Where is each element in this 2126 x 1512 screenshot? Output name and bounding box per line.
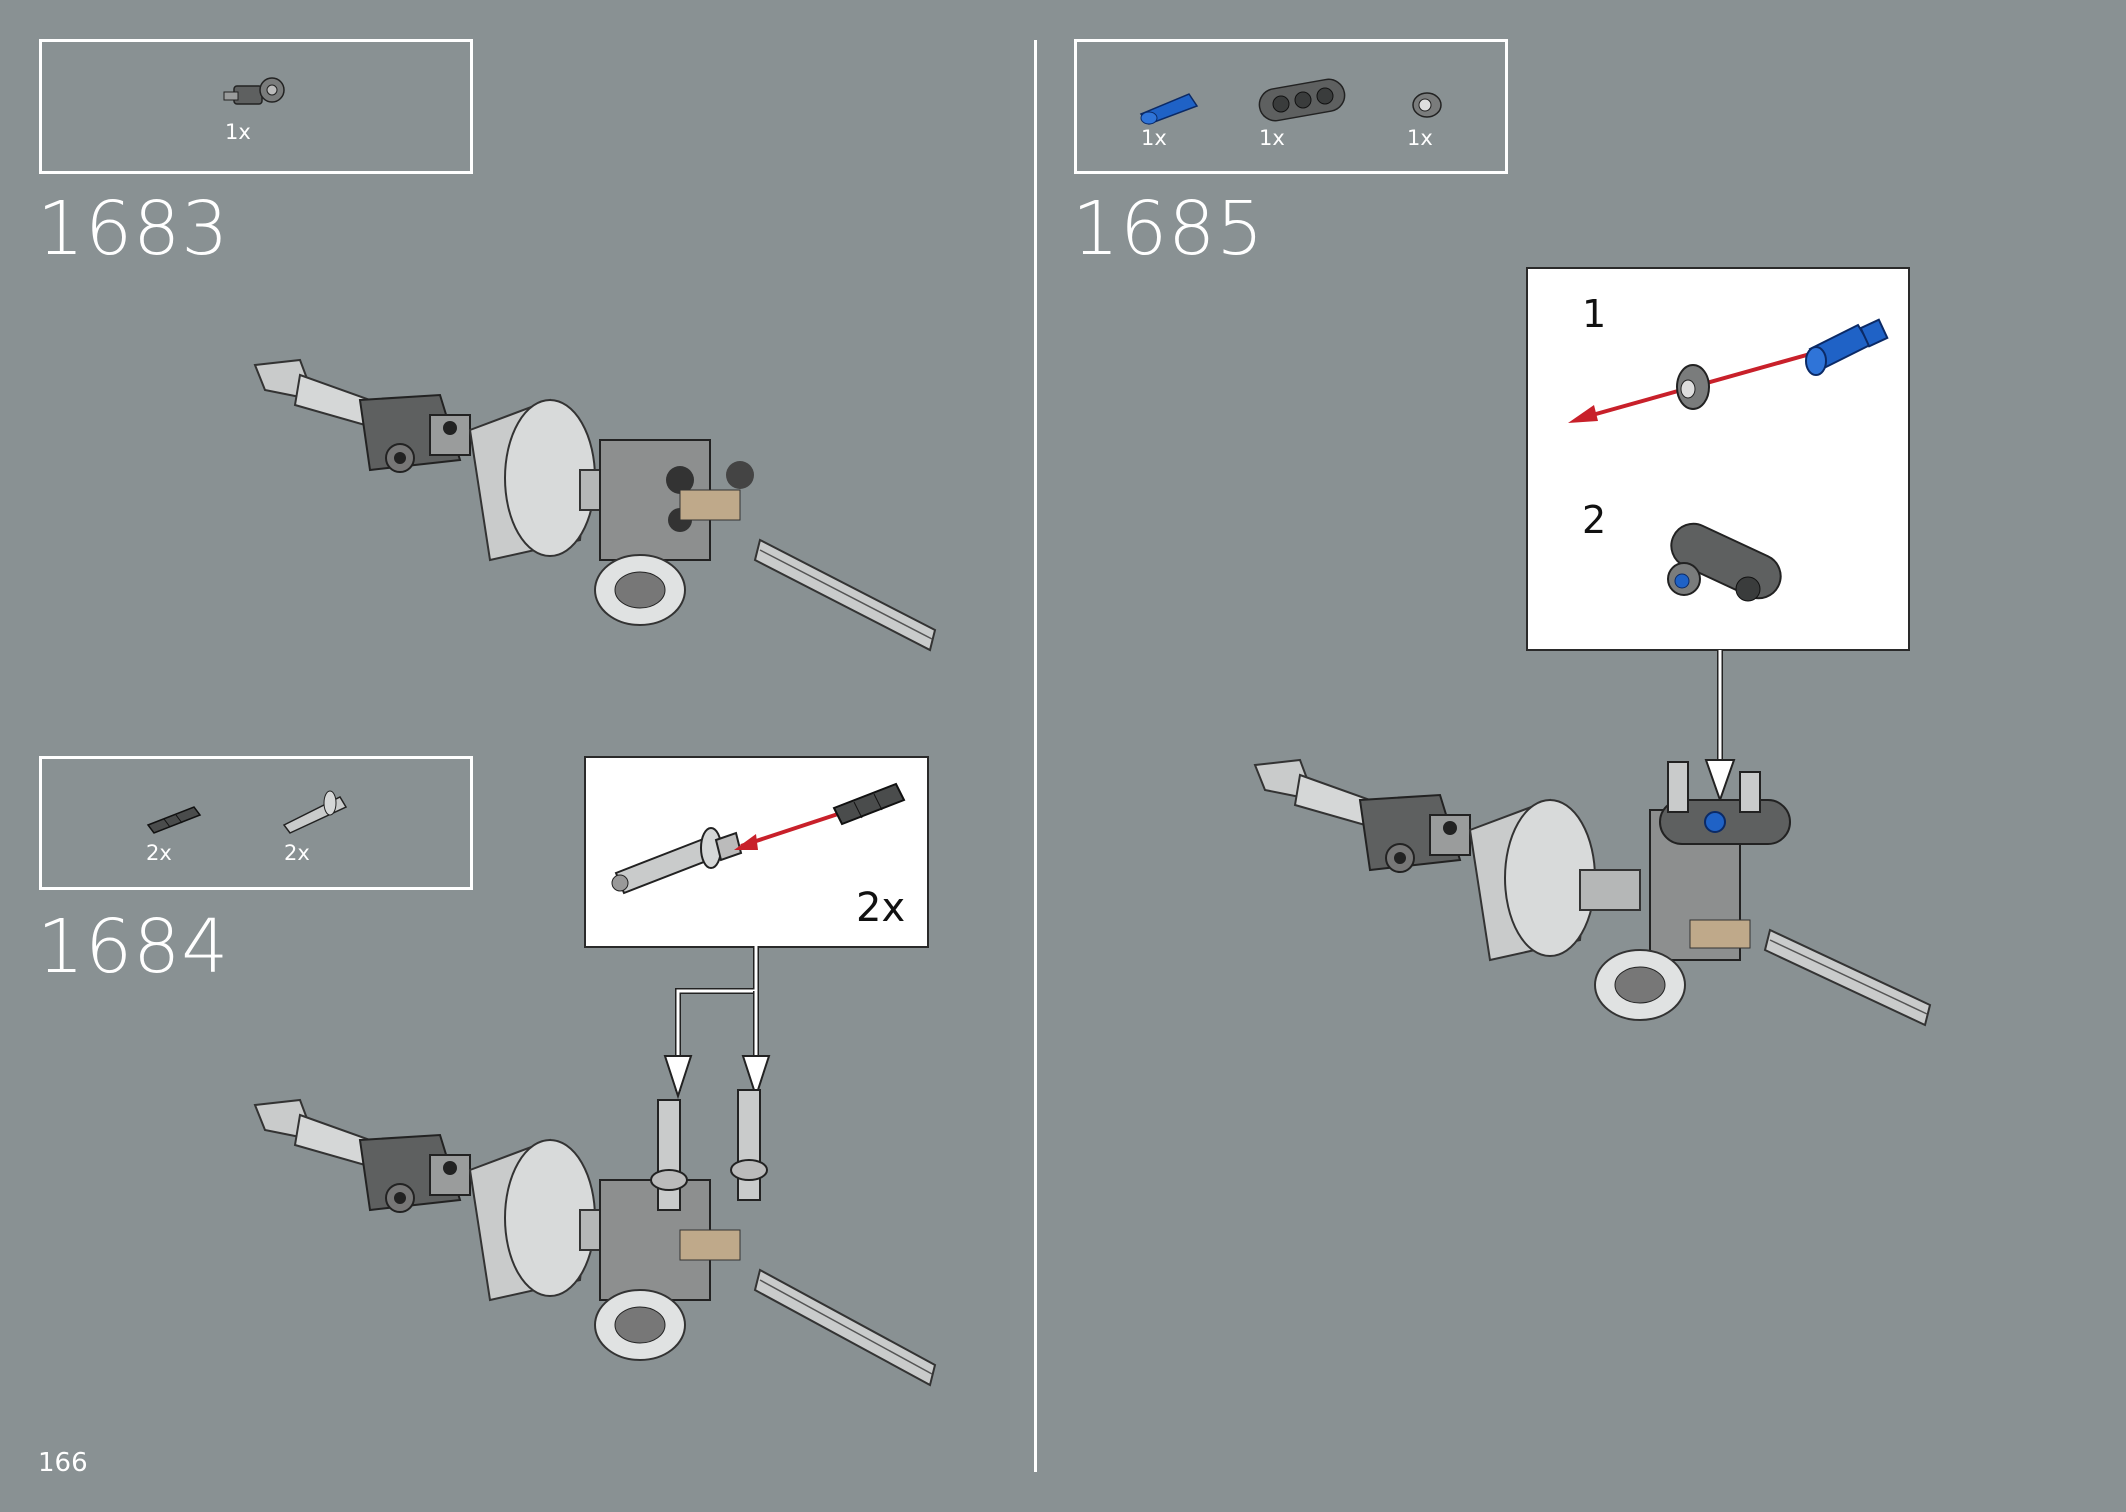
parts-list-box-1684: 2x 2x xyxy=(39,756,473,890)
page-number: 166 xyxy=(38,1448,88,1478)
step-number: 1685 xyxy=(1072,186,1265,272)
axle-connector-icon xyxy=(146,806,202,834)
page-divider xyxy=(1034,40,1037,1472)
part-qty: 1x xyxy=(225,120,251,144)
liftarm-3-icon xyxy=(1258,78,1346,122)
bush-icon xyxy=(1412,92,1442,118)
motor-assembly-illustration xyxy=(253,1089,937,1387)
wheel-hub-part-icon xyxy=(223,77,285,105)
part-qty: 2x xyxy=(146,841,172,865)
blue-axle-pin-icon xyxy=(1139,93,1199,125)
part-qty: 1x xyxy=(1407,126,1433,150)
step-number: 1684 xyxy=(37,904,230,990)
substep-2-illustration xyxy=(1667,522,1782,602)
parts-list-box-1685: 1x 1x 1x xyxy=(1074,39,1508,174)
pin-insert-illustration xyxy=(611,782,906,895)
motor-assembly-illustration xyxy=(1253,758,1932,1027)
callout-box-1684: 2x xyxy=(584,756,929,948)
part-qty: 1x xyxy=(1141,126,1167,150)
substep-1-illustration xyxy=(1568,318,1889,423)
callout-box-1685: 1 2 xyxy=(1526,267,1910,651)
placement-arrows-1684 xyxy=(663,946,771,1100)
motor-assembly-illustration xyxy=(253,358,937,652)
placement-arrow-1685 xyxy=(1704,650,1736,804)
part-qty: 1x xyxy=(1259,126,1285,150)
parts-list-box-1683: 1x xyxy=(39,39,473,174)
substep-2-label: 2 xyxy=(1582,498,1607,542)
step-number: 1683 xyxy=(37,186,230,272)
pin-with-bush-icon xyxy=(282,790,348,834)
callout-multiplier: 2x xyxy=(856,885,906,931)
part-qty: 2x xyxy=(284,841,310,865)
substep-1-label: 1 xyxy=(1582,292,1607,336)
